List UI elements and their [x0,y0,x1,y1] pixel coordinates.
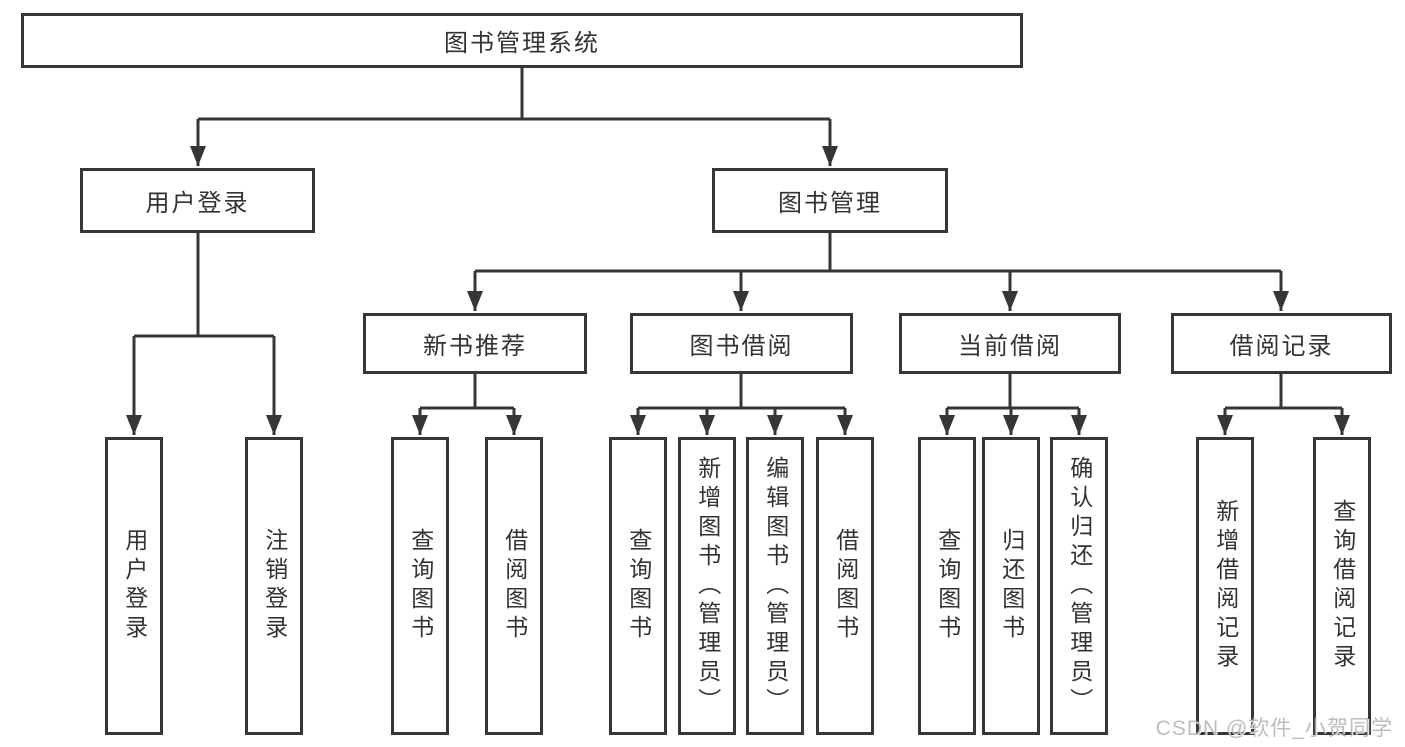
leaf-bb-edit-books-admin: 编辑图书（管理员） [746,437,804,735]
leaf-bb-add-books-admin: 新增图书（管理员） [678,437,736,735]
node-borrow-records: 借阅记录 [1171,313,1392,374]
node-user-login: 用户登录 [80,168,315,233]
leaf-br-query-record: 查询借阅记录 [1313,437,1371,735]
leaf-cb-query-books: 查询图书 [918,437,976,735]
leaf-user-login: 用户登录 [105,437,163,735]
leaf-cb-return-books: 归还图书 [982,437,1040,735]
leaf-nb-query-books: 查询图书 [391,437,449,735]
leaf-logout: 注销登录 [245,437,303,735]
node-current-borrow: 当前借阅 [899,313,1121,374]
csdn-watermark: CSDN @软件_小贺同学 [1155,717,1393,740]
leaf-bb-borrow-books: 借阅图书 [816,437,874,735]
leaf-cb-confirm-return-admin: 确认归还（管理员） [1050,437,1108,735]
node-root-system: 图书管理系统 [21,13,1023,68]
leaf-bb-query-books: 查询图书 [609,437,667,735]
node-book-borrow: 图书借阅 [630,313,853,374]
leaf-nb-borrow-books: 借阅图书 [485,437,543,735]
leaf-br-add-record: 新增借阅记录 [1196,437,1254,735]
node-book-management: 图书管理 [712,168,948,233]
node-new-book-recommend: 新书推荐 [363,313,587,374]
